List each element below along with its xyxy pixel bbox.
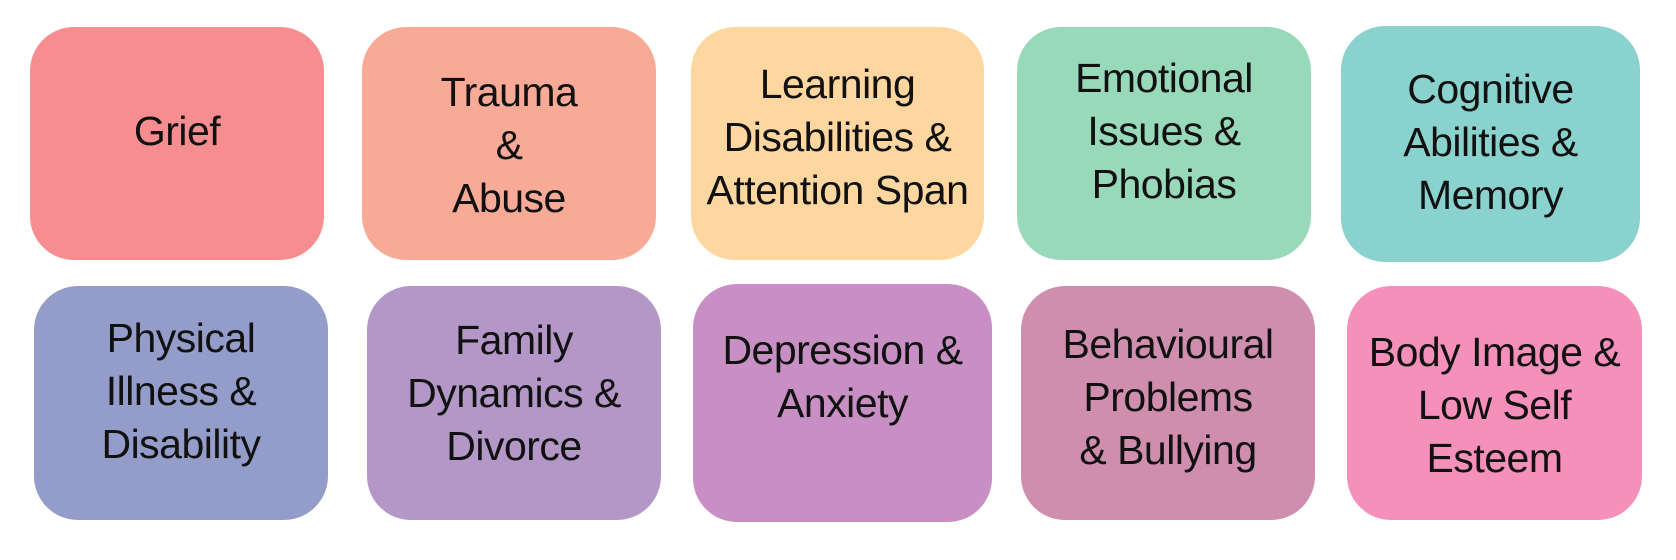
tile-label: Body Image & Low Self Esteem	[1368, 328, 1621, 481]
tile-learning-disabilities: Learning Disabilities & Attention Span	[691, 27, 984, 260]
tile-grief: Grief	[30, 27, 324, 260]
tile-label: Grief	[133, 108, 221, 154]
tile-behavioural-problems: Behavioural Problems & Bullying	[1021, 286, 1315, 520]
tile-emotional-issues: Emotional Issues & Phobias	[1017, 27, 1311, 260]
tile-label: Physical Illness & Disability	[101, 314, 261, 467]
tile-family-dynamics: Family Dynamics & Divorce	[367, 286, 661, 520]
tile-label: Learning Disabilities & Attention Span	[706, 61, 969, 213]
tile-label: Behavioural Problems & Bullying	[1062, 320, 1274, 473]
tile-cognitive-abilities: Cognitive Abilities & Memory	[1341, 26, 1640, 262]
tile-label: Family Dynamics & Divorce	[407, 316, 621, 469]
tile-body-image: Body Image & Low Self Esteem	[1347, 286, 1642, 520]
tile-label: Emotional Issues & Phobias	[1075, 55, 1253, 207]
tile-label: Depression & Anxiety	[722, 327, 963, 426]
tile-depression-anxiety: Depression & Anxiety	[693, 284, 992, 522]
tile-label: Trauma & Abuse	[440, 69, 578, 221]
tile-label: Cognitive Abilities & Memory	[1403, 65, 1578, 218]
tile-physical-illness: Physical Illness & Disability	[34, 286, 328, 520]
tile-trauma-abuse: Trauma & Abuse	[362, 27, 656, 260]
